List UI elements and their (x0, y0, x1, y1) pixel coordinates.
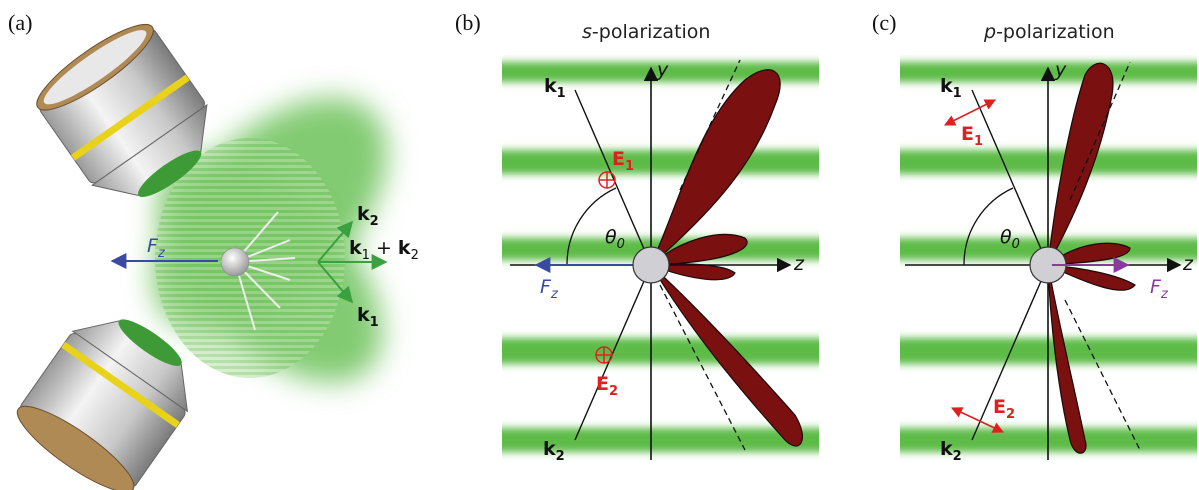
k1-label-c: k1 (940, 75, 962, 101)
interference-fringes (155, 138, 345, 378)
panel-c-label: (c) (872, 10, 896, 35)
e2-polarization-arrow (950, 407, 1005, 433)
lower-objective (16, 319, 189, 490)
z-axis-label-c: z (1182, 253, 1194, 275)
e2-into-page-icon (595, 346, 613, 364)
k-sum-label: k1 + k2 (349, 237, 419, 263)
scattering-lobes-b (649, 69, 804, 447)
theta-label-c: θ0 (1000, 226, 1020, 252)
k1-label-b: k1 (544, 75, 566, 101)
E1-label-b: E1 (612, 148, 634, 174)
beam-line-k1-b (574, 89, 652, 266)
force-label-a: Fz (147, 235, 166, 261)
theta-label-b: θ0 (605, 226, 625, 252)
panel-b-label: (b) (455, 10, 481, 35)
E1-label-c: E1 (961, 123, 983, 149)
z-axis-label-b: z (793, 253, 805, 275)
k2-label-b: k2 (543, 438, 565, 464)
k-vectors (317, 220, 388, 304)
panel-b-title: s-polarization (582, 21, 710, 43)
dashed-line-lower-b (659, 284, 746, 451)
beam-line-k2-b (574, 264, 652, 441)
panel-a-label: (a) (8, 10, 32, 35)
dashed-line-upper-c (1069, 61, 1131, 201)
dashed-line-upper-b (679, 59, 741, 191)
force-label-b: Fz (540, 276, 559, 302)
y-axis-label-b: y (656, 59, 669, 81)
k1-label-a: k1 (357, 304, 379, 330)
dashed-line-lower-c (1064, 299, 1141, 451)
scattering-lobes-c (1046, 62, 1136, 454)
e1-into-page-icon (598, 171, 616, 189)
theta-arc-b (566, 187, 617, 266)
y-axis-label-c: y (1054, 59, 1067, 81)
k2-label-c: k2 (940, 438, 962, 464)
E2-label-b: E2 (596, 373, 618, 399)
force-label-c: Fz (1150, 276, 1169, 302)
nanoparticle (220, 247, 250, 277)
upper-objective (36, 23, 208, 198)
panel-b: (b) s-polarization y z θ0 (455, 10, 819, 464)
k2-label-a: k2 (357, 203, 379, 229)
panel-c-title: p-polarization (983, 21, 1115, 43)
E2-label-c: E2 (993, 396, 1015, 422)
panel-c: (c) p-polarization y z θ0 Fz (872, 10, 1197, 464)
panel-a: (a) (8, 10, 419, 490)
e1-polarization-arrow (943, 99, 997, 126)
particle (220, 211, 296, 331)
theta-arc-c (963, 187, 1014, 266)
particle-b (632, 246, 670, 284)
